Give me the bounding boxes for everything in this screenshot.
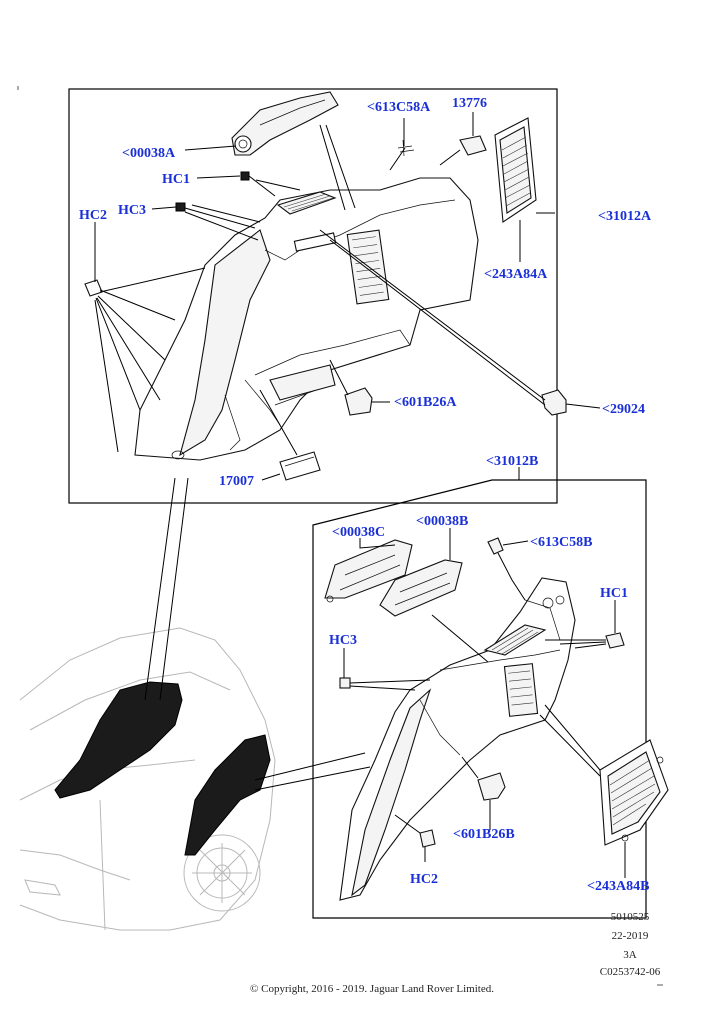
hc1-fastener-top	[240, 171, 250, 181]
grille-243A84B	[599, 739, 669, 846]
hook-601B26A	[344, 387, 373, 416]
callout-243A84A[interactable]: <243A84A	[484, 267, 548, 282]
clip-29024	[541, 389, 567, 416]
top-detail-frame	[68, 88, 601, 504]
grille-243A84A	[494, 117, 537, 223]
bottom-detail-frame	[312, 467, 669, 919]
hc2-fastener-bottom	[419, 829, 436, 848]
bracket-00038A	[231, 91, 339, 156]
bracket-00038B	[379, 559, 463, 617]
callout-HC1-top[interactable]: HC1	[162, 172, 190, 187]
hc3-fastener-top	[175, 202, 186, 212]
callout-601B26B[interactable]: <601B26B	[453, 827, 515, 842]
callout-29024[interactable]: <29024	[602, 402, 645, 417]
callout-HC3-bottom[interactable]: HC3	[329, 633, 357, 648]
callout-243A84B[interactable]: <243A84B	[587, 879, 649, 894]
fastener-613C58B	[487, 537, 504, 555]
callout-00038B[interactable]: <00038B	[416, 514, 468, 529]
ref-code-4: C0253742-06	[600, 966, 661, 978]
ref-code-3: 3A	[623, 949, 637, 961]
copyright-notice: © Copyright, 2016 - 2019. Jaguar Land Ro…	[250, 983, 494, 995]
callout-31012A[interactable]: <31012A	[598, 209, 652, 224]
callout-17007[interactable]: 17007	[219, 474, 254, 489]
callout-HC2-top[interactable]: HC2	[79, 208, 107, 223]
vehicle-trim-left	[54, 681, 183, 799]
callout-601B26A[interactable]: <601B26A	[394, 395, 457, 410]
hook-601B26B	[477, 772, 506, 801]
lamp-17007	[279, 451, 321, 481]
callout-31012B[interactable]: <31012B	[486, 454, 538, 469]
ref-code-1: 5010525	[611, 911, 650, 923]
callout-613C58B[interactable]: <613C58B	[530, 535, 592, 550]
bracket-00038C	[324, 539, 413, 599]
hc1-fastener-bottom	[605, 632, 625, 649]
callout-00038A[interactable]: <00038A	[122, 146, 176, 161]
side-trim-panel-31012B	[339, 577, 576, 901]
callout-HC1-bottom[interactable]: HC1	[600, 586, 628, 601]
callout-HC3-top[interactable]: HC3	[118, 203, 146, 218]
hc2-fastener-top	[84, 279, 103, 297]
callout-HC2-bottom[interactable]: HC2	[410, 872, 438, 887]
hc3-fastener-bottom	[339, 677, 351, 689]
vehicle-trim-right	[184, 734, 271, 856]
clip-13776	[459, 135, 487, 156]
callout-00038C[interactable]: <00038C	[332, 525, 385, 540]
vehicle-illustration	[19, 627, 276, 931]
callout-13776[interactable]: 13776	[452, 96, 487, 111]
side-trim-panel-31012A	[134, 177, 479, 461]
ref-code-2: 22-2019	[612, 930, 649, 942]
callout-613C58A[interactable]: <613C58A	[367, 100, 431, 115]
